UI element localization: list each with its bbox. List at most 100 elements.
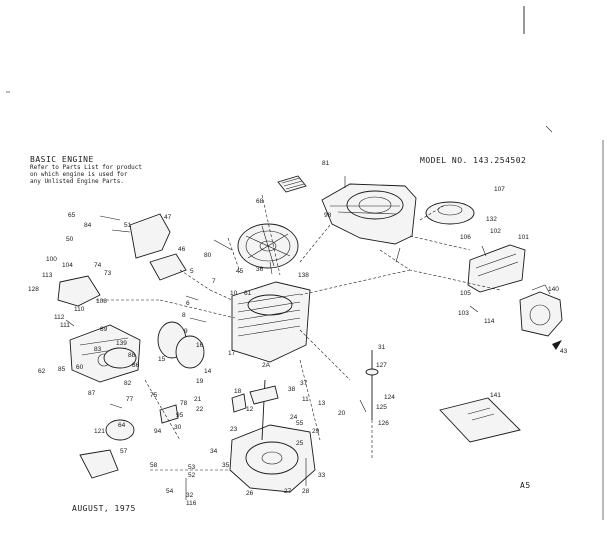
callout-label: 51 [124, 222, 132, 229]
callout-label: 36 [256, 266, 264, 273]
callout-label: 6 [186, 300, 190, 307]
model-number: MODEL NO. 143.254502 [420, 156, 527, 165]
callout-label: 27 [284, 488, 292, 495]
owners-manual [439, 397, 521, 443]
callout-label: 17 [228, 350, 236, 357]
flywheel [237, 223, 299, 269]
note-line: on which engine is used for [30, 171, 128, 178]
callout-label: 43 [560, 348, 568, 355]
callout-label: 102 [490, 228, 501, 235]
note-line: any Unlisted Engine Parts. [30, 178, 124, 185]
callout-label: 28 [302, 488, 310, 495]
callout-label: 127 [376, 362, 387, 369]
blower-housing [321, 183, 417, 245]
callout-label: 124 [384, 394, 395, 401]
callout-label: 84 [84, 222, 92, 229]
scan-mark [545, 125, 553, 133]
callout-label: 139 [116, 340, 127, 347]
callout-label: 30 [174, 424, 182, 431]
callout-label: 16 [196, 342, 204, 349]
starter-assembly [519, 284, 563, 337]
callout-label: 68 [256, 198, 264, 205]
callout-label: 35 [222, 462, 230, 469]
callout-label: 23 [230, 426, 238, 433]
page-code: A5 [520, 481, 531, 490]
callout-label: 86 [132, 362, 140, 369]
gasket [149, 253, 187, 281]
callout-label: 47 [164, 214, 172, 221]
callout-label: 75 [150, 392, 158, 399]
callout-label: 57 [120, 448, 128, 455]
air-cleaner [103, 347, 137, 369]
callout-label: 15 [158, 356, 166, 363]
callout-label: 94 [154, 428, 162, 435]
callout-label: 116 [186, 500, 197, 507]
callout-label: 45 [236, 268, 244, 275]
assembly-guides [96, 194, 501, 471]
callout-label: 88 [128, 352, 136, 359]
callout-label: 98 [324, 212, 332, 219]
callout-label: 89 [100, 326, 108, 333]
callout-label: 25 [296, 440, 304, 447]
callout-label: 113 [42, 272, 53, 279]
callout-label: 61 [244, 290, 252, 297]
callout-label: 55 [296, 420, 304, 427]
callout-label: 106 [460, 234, 471, 241]
callout-label: 54 [166, 488, 174, 495]
callout-label: 20 [338, 410, 346, 417]
callout-label: 32 [186, 492, 194, 499]
callout-label: 111 [60, 322, 70, 329]
callout-label: 74 [94, 262, 102, 269]
callout-label: 37 [300, 380, 308, 387]
callout-label: 34 [210, 448, 218, 455]
governor-parts [79, 404, 179, 479]
callout-label: 31 [378, 344, 386, 351]
note-line: Refer to Parts List for product [30, 164, 142, 171]
callout-label: 112 [54, 314, 65, 321]
callout-label: 140 [548, 286, 559, 293]
callout-label: 108 [96, 298, 107, 305]
callout-label: 24 [290, 414, 298, 421]
callout-label: 83 [94, 346, 102, 353]
callout-label: 65 [68, 212, 76, 219]
callout-label: 103 [458, 310, 469, 317]
callout-label: 5 [190, 268, 194, 275]
callout-label: 125 [376, 404, 387, 411]
cylinder-head [157, 321, 205, 369]
callout-label: 7 [212, 278, 216, 285]
callout-label: 82 [124, 380, 132, 387]
footer-date: AUGUST, 1975 [72, 504, 136, 513]
rewind-starter [467, 244, 526, 293]
callout-label: 52 [188, 472, 196, 479]
callout-label: 101 [518, 234, 529, 241]
starter-cup [425, 201, 475, 225]
callout-label: 77 [126, 396, 134, 403]
callout-label: 33 [318, 472, 326, 479]
callout-label: 29 [312, 428, 320, 435]
callout-label: 104 [62, 262, 73, 269]
callout-label: 11 [302, 396, 309, 403]
fuel-pump [57, 275, 101, 307]
callout-label: 121 [94, 428, 105, 435]
cylinder-block [231, 281, 311, 363]
arrow-icon [552, 340, 562, 350]
callout-label: 19 [196, 378, 204, 385]
callout-label: 95 [176, 412, 184, 419]
crankshaft [231, 379, 279, 441]
callout-label: 87 [88, 390, 96, 397]
callout-label: 64 [118, 422, 126, 429]
callout-label: 114 [484, 318, 495, 325]
diagram-title: BASIC ENGINE [30, 155, 94, 164]
callout-label: 26 [246, 490, 254, 497]
callout-label: 78 [180, 400, 188, 407]
callout-label: 73 [104, 270, 112, 277]
callout-label: 18 [234, 388, 242, 395]
callout-label: 126 [378, 420, 389, 427]
callout-label: 13 [318, 400, 326, 407]
callout-label: 38 [288, 386, 296, 393]
callout-label: 138 [298, 272, 309, 279]
callout-label: 132 [486, 216, 497, 223]
callout-label: 141 [490, 392, 501, 399]
dipstick [365, 350, 379, 460]
